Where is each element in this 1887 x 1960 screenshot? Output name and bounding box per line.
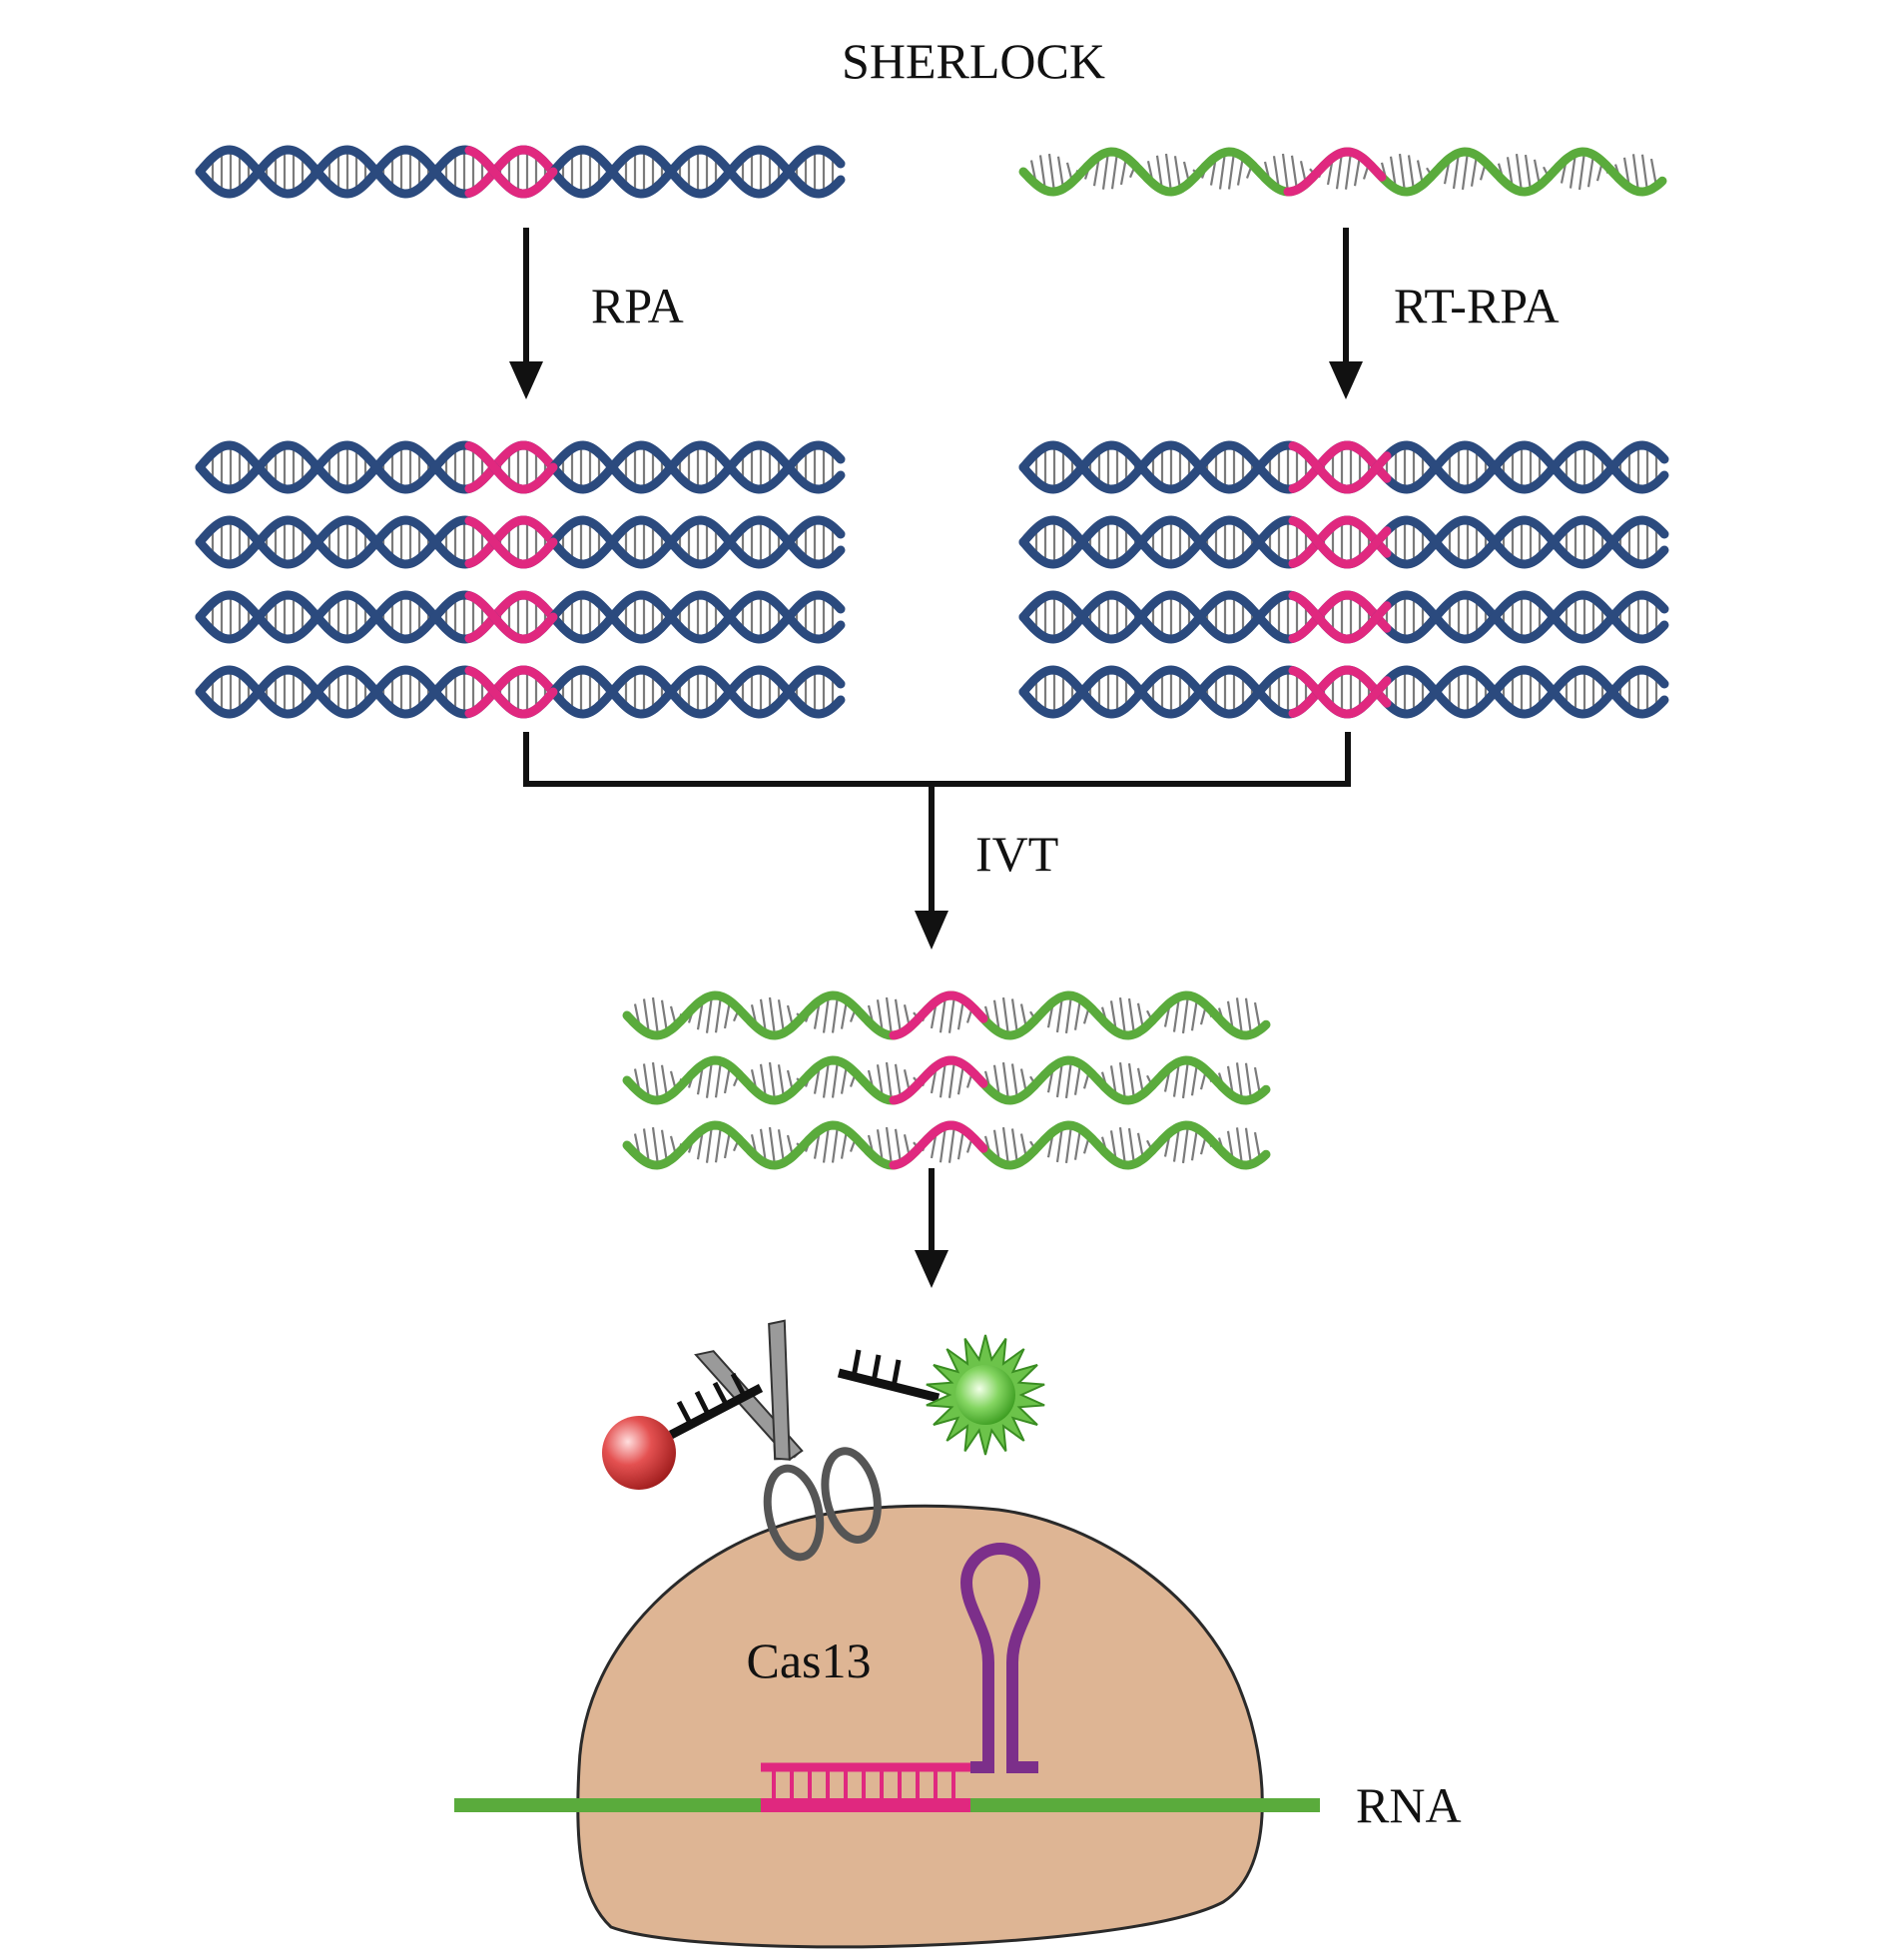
transcribed-rna-stack (622, 990, 1271, 1170)
arrow-detection (915, 1168, 948, 1288)
label-rna: RNA (1356, 1777, 1462, 1833)
label-ivt: IVT (975, 826, 1058, 882)
amplified-dsdna-right (1018, 440, 1669, 719)
merge-bracket (523, 732, 1351, 787)
label-rt-rpa: RT-RPA (1394, 278, 1560, 333)
fluorophore-reporter (837, 1334, 1045, 1456)
arrow-rt-rpa (1329, 228, 1363, 399)
label-cas13: Cas13 (747, 1633, 872, 1688)
quencher-sphere-icon (602, 1416, 676, 1490)
scissors-icon (694, 1319, 882, 1562)
crrna-guide (761, 1543, 1041, 1812)
input-dsdna (195, 145, 846, 199)
cas13-protein (576, 1504, 1264, 1949)
input-rna (1018, 147, 1667, 197)
arrow-rpa (509, 228, 543, 399)
quencher-reporter (602, 1372, 764, 1490)
label-rpa: RPA (591, 278, 684, 333)
crrna-hairpin (959, 1543, 1041, 1773)
diagram-title: SHERLOCK (842, 33, 1105, 89)
amplified-dsdna-left (195, 440, 846, 719)
arrow-ivt (915, 784, 948, 950)
